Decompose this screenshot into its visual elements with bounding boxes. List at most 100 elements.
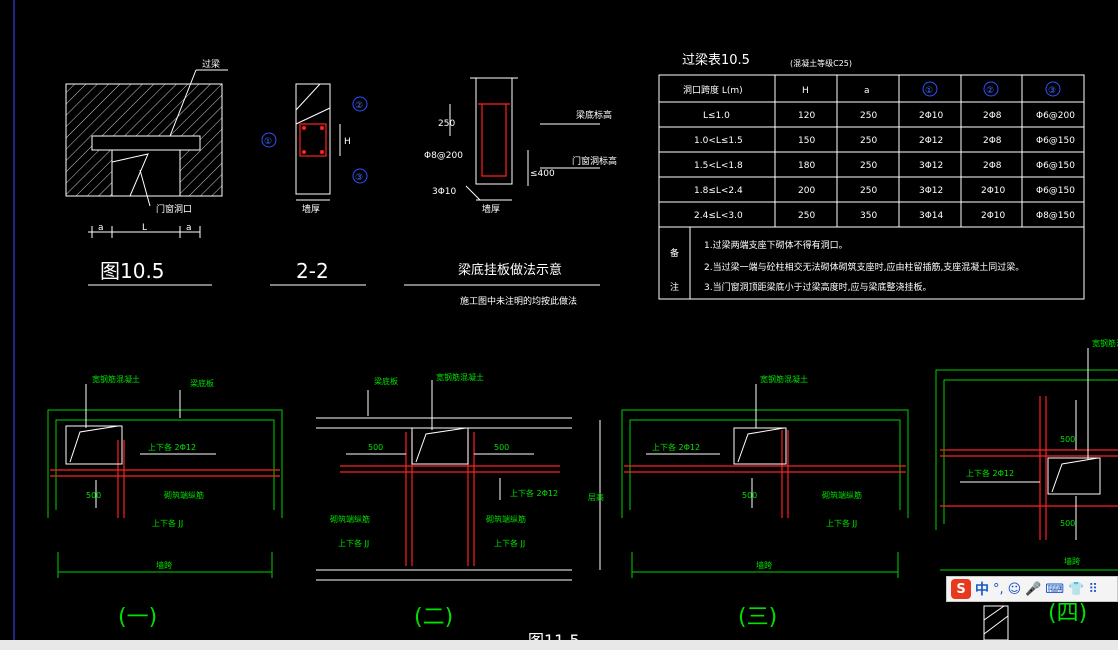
figure-10-5: 过梁 门窗洞口 a L a 图10.5 [65,58,228,286]
sogou-logo-icon[interactable]: S [951,579,971,599]
d2-rebar-text: 上下各 2Φ12 [510,488,558,498]
table-title: 过梁表10.5 [682,53,750,68]
ime-mode-toggle[interactable]: 中 [975,582,989,598]
d1-tie2-text: 上下各 JJ [152,518,183,528]
d3-inner-frame [629,419,901,510]
table-header-cell: ① [925,86,933,96]
d3-opening [733,427,787,465]
table-cell: 2Φ8 [983,161,1002,171]
d1-label-top2: 梁底板 [190,378,214,388]
keyboard-icon[interactable]: ⌨ [1045,581,1065,597]
d2-tie-left: 砌筑端纵筋 [330,514,370,524]
window-top-text: 门窗洞标高 [572,155,617,167]
notes-frame [658,226,1085,300]
d2-side-text: 层高 [588,492,604,502]
table-cell: Φ6@150 [1036,136,1075,146]
marker-2-text: ② [355,101,363,111]
table-row: 2.4≤L<3.0 250 350 3Φ14 2Φ10 Φ8@150 [694,211,1075,221]
d4-column-hatch [983,615,1009,635]
lintel-table: 过梁表10.5 (混凝土等级C25) 洞口跨度 L(m) H a ① ② ③ L… [658,53,1085,300]
rebar-dot [302,150,306,154]
ime-toolbar[interactable]: S 中 °, ☺ 🎤 ⌨ 👕 ⠿ [946,576,1118,602]
bottom-scrollbar[interactable] [0,640,1118,650]
d3-rebar-text: 上下各 2Φ12 [652,442,700,452]
d4-dim-500b-text: 500 [1060,519,1075,528]
d1-bottom-text: 墙跨 [156,560,172,570]
d2-label-top: 梁底板 [374,376,398,386]
rebar-dot [320,150,324,154]
d2-opening-diag [415,427,467,463]
dim-L: L [142,223,147,233]
d1-outer-frame [47,409,283,518]
table-header-cell: 洞口跨度 L(m) [683,84,743,96]
skin-icon[interactable]: 👕 [1068,581,1085,597]
d2-tie-left2: 上下各 JJ [338,538,369,548]
d1-dim-500-text: 500 [86,491,101,500]
table-cell: Φ6@200 [1036,111,1075,121]
d2-tie-right2: 上下各 JJ [494,538,525,548]
hanger-outline [475,78,513,185]
microphone-icon[interactable]: 🎤 [1025,581,1042,597]
table-cell: 2Φ10 [981,186,1006,196]
rebar-dot [302,126,306,130]
table-cell: 1.0<L≤1.5 [694,136,743,146]
d4-bottom-text: 墙跨 [1064,556,1080,566]
d1-opening-diag [69,425,119,463]
d2-tie-right: 砌筑端纵筋 [486,514,526,524]
note-line: 2.当过梁一端与砼柱相交无法砌体砌筑支座时,应由柱留插筋,支座混凝土同过梁。 [704,261,1024,273]
punctuation-icon[interactable]: °, [993,581,1004,597]
table-header-cell: ③ [1048,86,1056,96]
d3-tie2-text: 上下各 JJ [826,518,857,528]
table-cell: 2Φ8 [983,136,1002,146]
d3-tie-text: 砌筑端纵筋 [822,490,862,500]
table-header-cell: ② [986,86,994,96]
detail-4: 宽钢筋混凝 500 500 上下各 2Φ12 墙跨 (四) [935,338,1118,641]
table-concrete-note: (混凝土等级C25) [790,58,852,68]
table-cell: Φ6@150 [1036,186,1075,196]
table-cell: 2Φ8 [983,111,1002,121]
d3-outer-frame [621,409,909,518]
table-cell: 150 [798,136,815,146]
note-line: 1.过梁两端支座下砌体不得有洞口。 [704,239,848,251]
emoji-icon[interactable]: ☺ [1007,581,1022,597]
table-row: 1.8≤L<2.4 200 250 3Φ12 2Φ10 Φ6@150 [694,186,1075,196]
table-header-cell: a [864,86,870,96]
wall-thick-text: 墙厚 [302,203,320,215]
table-cell: 250 [860,161,877,171]
table-cell: 3Φ12 [919,186,943,196]
d3-roman: (三) [738,605,777,630]
d1-opening [65,425,123,465]
d2-dim-right-text: 500 [494,443,509,452]
table-header-circle-3 [1045,81,1061,97]
table-frame [658,74,1085,228]
d4-inner-frame [943,379,1118,524]
lintel-leader [169,69,197,137]
door-window-label: 门窗洞口 [156,203,192,215]
table-header-circle-2 [983,81,999,97]
rebar-3-10-text: 3Φ10 [432,187,457,197]
d1-label-top: 宽钢筋混凝土 [92,374,140,384]
table-cell: 180 [798,161,815,171]
d4-outer-frame [935,369,1118,530]
dim-a-left: a [98,223,104,233]
table-cell: 1.5<L<1.8 [694,161,743,171]
table-cell: 120 [798,111,815,121]
dim-H-text: H [344,137,351,147]
table-cell: Φ6@150 [1036,161,1075,171]
d4-opening [1047,457,1101,495]
toolbox-grid-icon[interactable]: ⠿ [1088,581,1098,597]
dim-a-right: a [186,223,192,233]
d1-rebar-text: 上下各 2Φ12 [148,442,196,452]
section-2-2: ① ② ③ H 墙厚 2-2 [261,83,368,286]
door-opening [111,149,181,197]
d3-dim-500-text: 500 [742,491,757,500]
table-header-circle-1 [922,81,938,97]
table-cell: 3Φ14 [919,211,944,221]
circle-marker-1 [261,132,277,148]
marker-3-text: ③ [355,173,363,183]
d4-roman: (四) [1048,601,1087,626]
table-cell: 2Φ10 [981,211,1006,221]
d1-tie-text: 砌筑端纵筋 [164,490,204,500]
table-cell: 2.4≤L<3.0 [694,211,743,221]
